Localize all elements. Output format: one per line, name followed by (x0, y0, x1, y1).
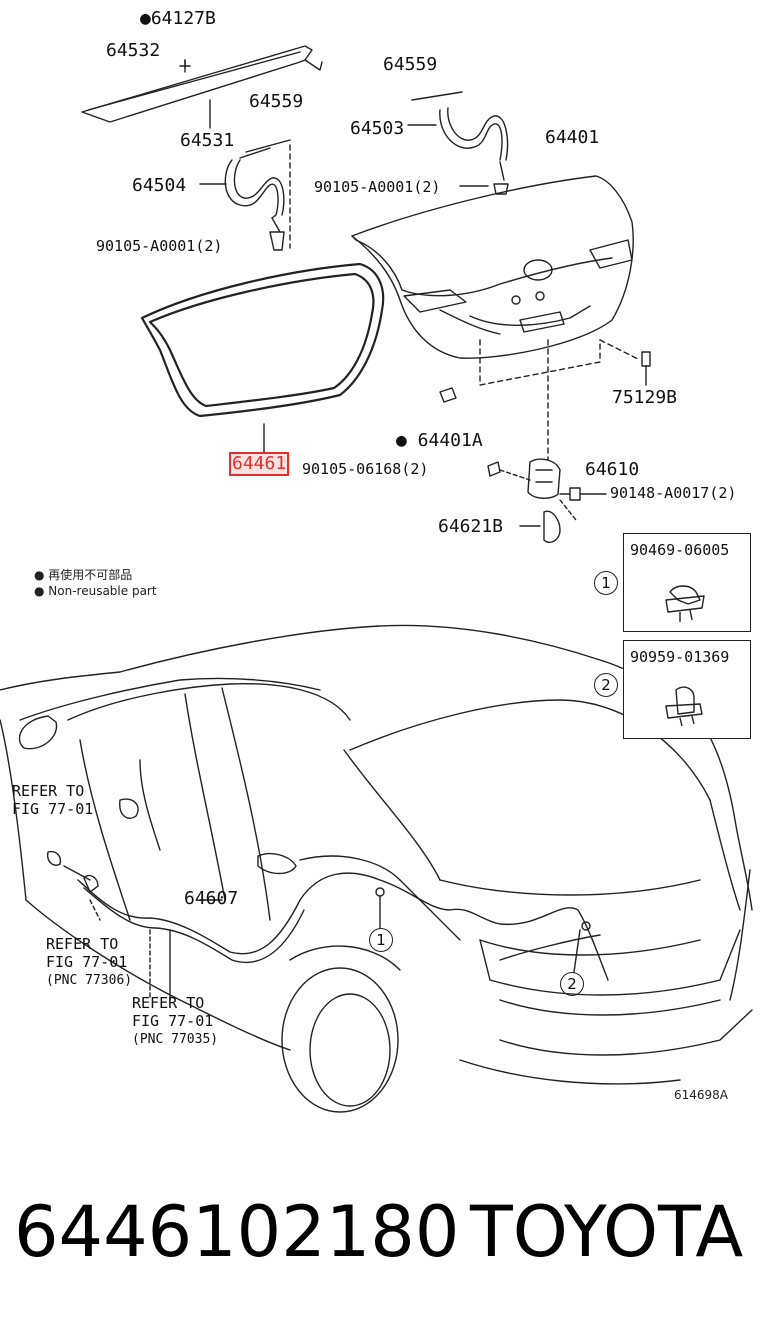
callout-2: 2 (560, 972, 584, 996)
refer-note-3-line3: (PNC 77035) (132, 1032, 219, 1047)
weatherstrip-drawing (140, 262, 385, 418)
label-64401A: ● 64401A (396, 430, 483, 451)
cable-drawing (46, 850, 609, 1001)
hinge-left-drawing (224, 139, 291, 251)
label-64127B: ●64127B (140, 8, 216, 29)
brand-title: TOYOTA (470, 1191, 744, 1273)
label-64531: 64531 (180, 130, 235, 151)
clip1-part-number: 90469-06005 (630, 541, 730, 559)
clip1-number-circle: 1 (594, 571, 618, 595)
refer-note-3-line2: FIG 77-01 (132, 1012, 214, 1030)
clip2-part-number: 90959-01369 (630, 648, 730, 666)
trunk-lid-drawing (351, 175, 634, 359)
callout-1: 1 (369, 928, 393, 952)
figure-id: 614698A (674, 1088, 729, 1102)
label-64532: 64532 (106, 40, 161, 61)
clip2-number-circle: 2 (594, 673, 618, 697)
label-64504: 64504 (132, 175, 187, 196)
legend-non-reusable-en: ● Non-reusable part (34, 584, 157, 598)
label-90105-a0001-right: 90105-A0001(2) (314, 178, 441, 196)
refer-note-2-line2: FIG 77-01 (46, 953, 128, 971)
label-64559-left: 64559 (249, 91, 304, 112)
label-75129B: 75129B (612, 387, 678, 408)
label-90105-06168: 90105-06168(2) (302, 460, 429, 478)
refer-note-3-line1: REFER TO (132, 994, 205, 1012)
refer-note-2-line3: (PNC 77306) (46, 973, 133, 988)
legend-non-reusable-jp: ● 再使用不可部品 (34, 568, 133, 582)
refer-note-2-line1: REFER TO (46, 935, 119, 953)
vehicle-drawing (0, 624, 753, 1113)
hinge-right-drawing (407, 91, 509, 195)
latch-drawing (487, 458, 607, 544)
label-64559-right: 64559 (383, 54, 438, 75)
label-90105-a0001-left: 90105-A0001(2) (96, 237, 223, 255)
label-64610: 64610 (585, 459, 640, 480)
label-64607: 64607 (184, 888, 239, 909)
label-64621B: 64621B (438, 516, 504, 537)
clip2-box: 90959-01369 (623, 640, 751, 739)
label-64461-highlighted[interactable]: 64461 (229, 452, 290, 476)
clip1-box: 90469-06005 (623, 533, 751, 632)
label-90148-a0017: 90148-A0017(2) (610, 484, 737, 502)
part-number-title: 6446102180 (14, 1191, 460, 1273)
refer-note-1-line1: REFER TO (12, 782, 85, 800)
label-64503: 64503 (350, 118, 405, 139)
refer-note-1-line2: FIG 77-01 (12, 800, 94, 818)
label-64401: 64401 (545, 127, 600, 148)
